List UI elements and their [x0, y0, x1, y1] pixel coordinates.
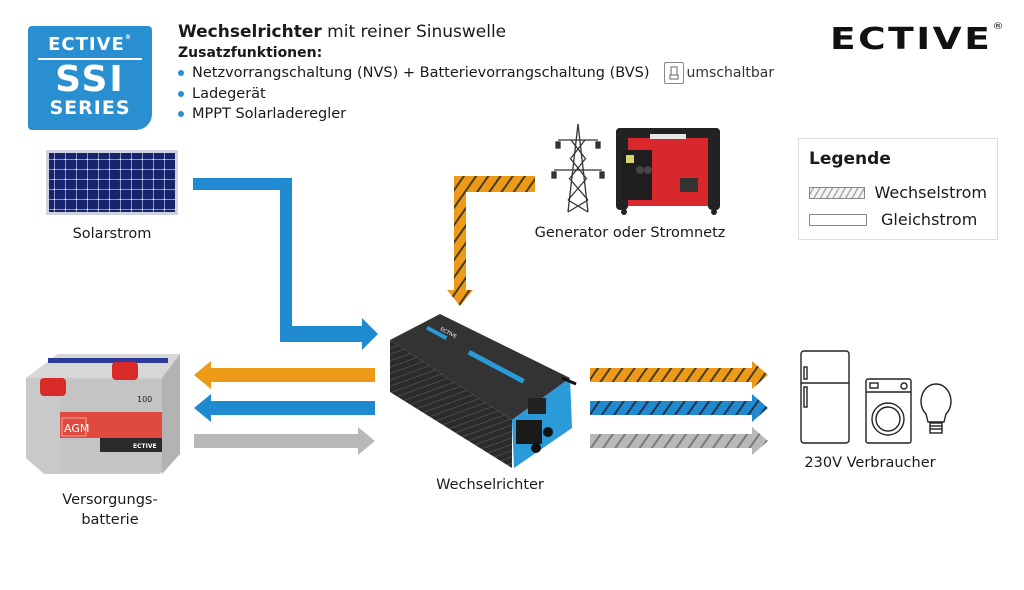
battery-type-label: AGM — [64, 422, 89, 435]
header: Wechselrichter mit reiner Sinuswelle Zus… — [178, 20, 774, 124]
subtitle: Zusatzfunktionen: — [178, 45, 323, 61]
battery-image: AGM 100 ECTIVE — [26, 354, 180, 474]
logo-reg: ® — [992, 22, 1007, 32]
bullet-dot — [178, 70, 184, 76]
arrow-inverter-to-consumers-gray — [590, 427, 768, 455]
badge-reg: ® — [124, 34, 132, 41]
arrow-solar-to-inverter — [193, 178, 378, 350]
switch-note: umschaltbar — [686, 65, 775, 81]
battery-brand-label: ECTIVE — [133, 443, 157, 450]
battery-label: Versorgungs- batterie — [40, 490, 180, 530]
bullet-text: MPPT Solarladeregler — [192, 106, 347, 122]
ective-logo: ECTIVE® — [830, 22, 1006, 57]
feature-bullet: MPPT Solarladeregler — [178, 104, 774, 124]
arrow-battery-to-inverter — [194, 427, 375, 455]
legend-label: Wechselstrom — [874, 183, 988, 202]
arrow-inverter-to-battery-ac — [194, 361, 375, 389]
power-pylon-icon — [551, 123, 605, 213]
solar-label: Solarstrom — [72, 226, 152, 242]
switch-icon — [663, 62, 684, 84]
badge-series-word: SERIES — [49, 97, 131, 119]
legend-swatch-dc — [809, 213, 867, 226]
legend-item-dc: Gleichstrom — [809, 206, 987, 233]
arrow-inverter-to-consumers-blue — [590, 394, 768, 422]
solar-panel-image — [46, 150, 178, 215]
battery-capacity-label: 100 — [137, 395, 152, 404]
arrow-inverter-to-battery-dc — [194, 394, 375, 422]
legend: Legende Wechselstrom Gleichstrom — [798, 138, 998, 240]
badge-brand: ECTIVE — [48, 34, 125, 55]
bullet-dot — [178, 111, 184, 117]
washing-machine-icon — [865, 378, 912, 444]
inverter-label: Wechselrichter — [436, 477, 544, 493]
generator-label: Generator oder Stromnetz — [534, 225, 726, 241]
legend-item-ac: Wechselstrom — [809, 179, 987, 206]
legend-label: Gleichstrom — [881, 210, 978, 229]
arrow-generator-to-inverter — [447, 176, 535, 306]
legend-title: Legende — [809, 149, 891, 169]
feature-bullet: Netzvorrangschaltung (NVS) + Batterievor… — [178, 62, 774, 84]
light-bulb-icon — [920, 383, 952, 434]
bullet-text: Netzvorrangschaltung (NVS) + Batterievor… — [192, 65, 650, 81]
ssi-series-badge: ECTIVE® SSI SERIES — [28, 26, 152, 130]
badge-divider — [38, 58, 142, 60]
title-rest: mit reiner Sinuswelle — [321, 22, 507, 42]
arrow-inverter-to-consumers-orange — [590, 361, 768, 389]
fridge-icon — [800, 350, 850, 444]
battery-label-line2: batterie — [81, 512, 139, 528]
logo-text: ECTIVE — [830, 22, 993, 57]
inverter-image: ECTIVE — [390, 314, 577, 468]
consumer-label: 230V Verbraucher — [804, 455, 936, 471]
generator-image — [616, 128, 720, 215]
battery-label-line1: Versorgungs- — [62, 492, 158, 508]
badge-series-code: SSI — [55, 59, 125, 100]
page-title: Wechselrichter mit reiner Sinuswelle — [178, 20, 774, 44]
bullet-dot — [178, 91, 184, 97]
bullet-text: Ladegerät — [192, 86, 266, 102]
feature-bullet: Ladegerät — [178, 84, 774, 104]
legend-swatch-ac — [809, 186, 865, 199]
title-bold: Wechselrichter — [178, 22, 322, 42]
